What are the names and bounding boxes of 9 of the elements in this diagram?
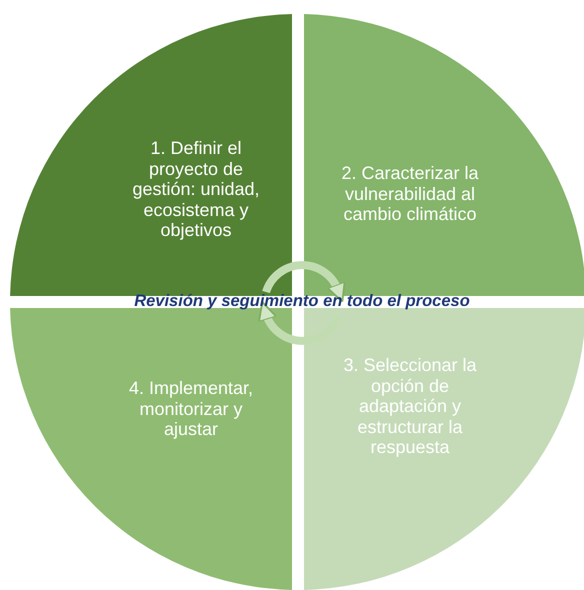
step-text: 2. Caracterizar la vulnerabilidad al cambio climático — [340, 163, 480, 225]
center-caption: Revisión y seguimiento en todo el proceso — [134, 292, 470, 311]
process-quadrant — [304, 14, 584, 296]
step-text: 3. Seleccionar la opción de adaptación y estructurar la respuesta — [342, 355, 478, 458]
step-text: 1. Definir el proyecto de gestión: unidad, ecosistema y objetivos — [131, 138, 261, 241]
process-quadrant — [10, 308, 292, 590]
step-text: 4. Implementar, monitorizar y ajustar — [128, 378, 254, 440]
process-quadrant — [304, 308, 584, 590]
cycle-arrow — [262, 261, 345, 302]
